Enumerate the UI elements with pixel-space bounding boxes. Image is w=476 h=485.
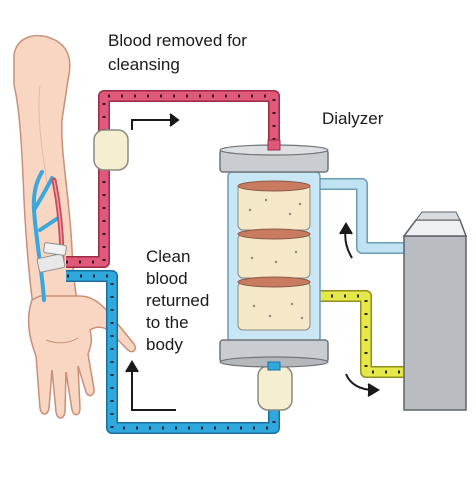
hand xyxy=(27,295,137,419)
arterial-tube xyxy=(66,90,280,268)
label-dialyzer: Dialyzer xyxy=(322,109,384,128)
arrow-up-icon xyxy=(125,360,176,411)
label-clean-line2: blood xyxy=(146,269,188,288)
arterial-drip-chamber xyxy=(93,129,129,171)
curved-arrow-up-icon xyxy=(339,222,353,259)
venous-tube xyxy=(66,270,280,434)
venous-drip-chamber xyxy=(257,365,293,411)
dialysis-machine xyxy=(402,211,468,411)
fiber-bundle xyxy=(237,180,311,331)
dialysate-inflow-line xyxy=(318,178,406,254)
label-clean-line4: to the xyxy=(146,313,189,332)
label-clean-line1: Clean xyxy=(146,247,190,266)
dialysate-outflow-line xyxy=(318,290,406,378)
curved-arrow-right-icon xyxy=(345,373,380,397)
label-clean-line3: returned xyxy=(146,291,209,310)
needle-tape xyxy=(36,242,67,273)
label-blood-removed-line1: Blood removed for xyxy=(108,31,247,50)
arrow-right-icon xyxy=(131,113,180,130)
dialyzer xyxy=(219,139,329,371)
label-blood-removed-line2: cleansing xyxy=(108,55,180,74)
label-clean-line5: body xyxy=(146,335,183,354)
